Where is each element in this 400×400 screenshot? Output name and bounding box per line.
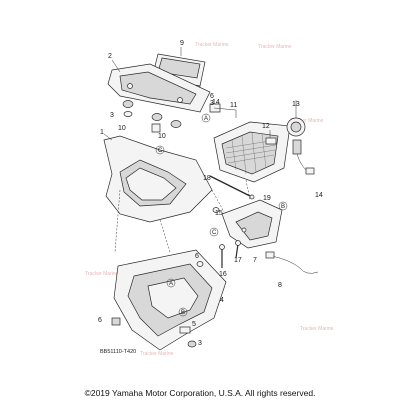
linkage-lines: [103, 100, 297, 253]
watermark: Tracker Marine: [85, 271, 119, 277]
callout-1: 1: [100, 129, 104, 136]
ref-c: C: [158, 148, 163, 154]
ref-b: B: [281, 204, 285, 210]
callout-16: 16: [219, 271, 227, 278]
diagram-code: BB51110-T420: [100, 349, 136, 355]
headlight-assembly: [213, 121, 291, 183]
callout-8: 8: [278, 282, 282, 289]
callout-12: 12: [262, 123, 270, 130]
callout-3: 3: [110, 112, 114, 119]
ref-a: A: [169, 281, 173, 287]
callout-3c: 3: [198, 340, 202, 347]
callout-14b: 14: [315, 192, 323, 199]
callout-17: 17: [234, 257, 242, 264]
callout-7: 7: [253, 257, 257, 264]
callout-14a: 14: [212, 99, 220, 106]
meter-bracket: [107, 63, 211, 113]
watermark: Tracker Marine: [290, 118, 324, 124]
copyright-text: ©2019 Yamaha Motor Corporation, U.S.A. A…: [84, 388, 316, 398]
ref-b: B: [181, 310, 185, 316]
adjuster-screws: [209, 175, 255, 213]
ref-c: C: [212, 230, 217, 236]
bracket-screws: [219, 240, 241, 268]
callout-5: 5: [192, 321, 196, 328]
callout-labels: 9 2 3 10 10 6 3 14 11 13 12 14 1 18 19 1…: [98, 40, 323, 347]
grommets: [122, 100, 221, 133]
callout-4: 4: [220, 297, 224, 304]
callout-3b: 3: [210, 100, 214, 107]
callout-2: 2: [108, 53, 112, 60]
circle-refs: A A B B C C: [155, 113, 288, 317]
callout-13: 13: [292, 101, 300, 108]
watermark: Tracker Marine: [140, 351, 174, 357]
watermark: Tracker Marine: [300, 326, 334, 332]
headlight-bracket: [221, 199, 283, 249]
callout-10b: 10: [158, 133, 166, 140]
watermark-group: Tracker Marine Tracker Marine Tracker Ma…: [85, 42, 334, 357]
callout-15: 15: [215, 210, 223, 217]
callout-11: 11: [230, 102, 237, 109]
wire-lead: [265, 251, 319, 274]
ref-a: A: [204, 116, 208, 122]
callout-10a: 10: [118, 125, 126, 132]
upper-cowl: [103, 135, 213, 223]
callout-6b: 6: [195, 253, 199, 260]
callout-18: 18: [203, 175, 211, 182]
lower-cover: [113, 249, 227, 351]
watermark: Tracker Marine: [258, 44, 292, 50]
lower-fasteners: [111, 261, 204, 348]
callout-6: 6: [210, 93, 214, 100]
callout-6c: 6: [98, 317, 102, 324]
callout-19: 19: [263, 195, 271, 202]
bulb-socket: [265, 117, 315, 175]
callout-9: 9: [180, 40, 184, 47]
watermark: Tracker Marine: [195, 42, 229, 48]
